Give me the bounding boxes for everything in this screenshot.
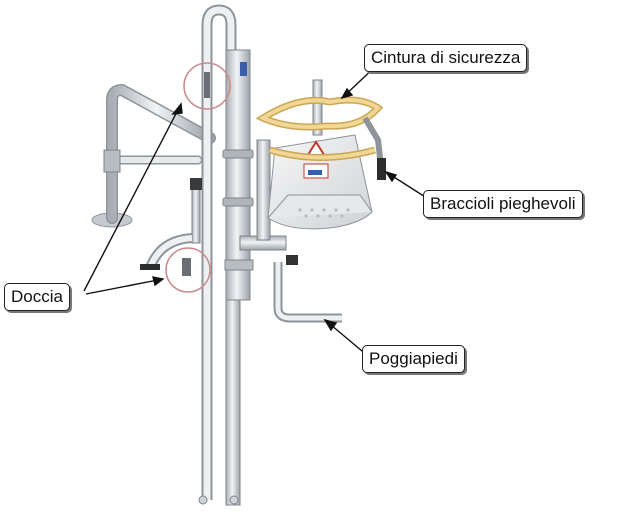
leader-lines xyxy=(83,65,431,357)
seat-arm xyxy=(239,139,298,265)
seat xyxy=(267,134,373,230)
footrest-callout: Poggiapiedi xyxy=(362,345,465,373)
shower-pipe xyxy=(140,178,202,270)
main-column xyxy=(198,4,254,506)
folding-armrests-callout: Braccioli pieghevoli xyxy=(423,190,583,218)
shower-highlight-bottom xyxy=(165,247,211,293)
shower-highlight-top xyxy=(183,62,231,110)
folding-armrest xyxy=(362,116,386,180)
safety-belt-callout: Cintura di sicurezza xyxy=(364,44,528,72)
shower-callout: Doccia xyxy=(4,283,70,311)
safety-belt xyxy=(255,79,384,161)
shower-handle-icon xyxy=(182,72,210,276)
handrail xyxy=(103,83,216,224)
footrest xyxy=(273,262,342,323)
